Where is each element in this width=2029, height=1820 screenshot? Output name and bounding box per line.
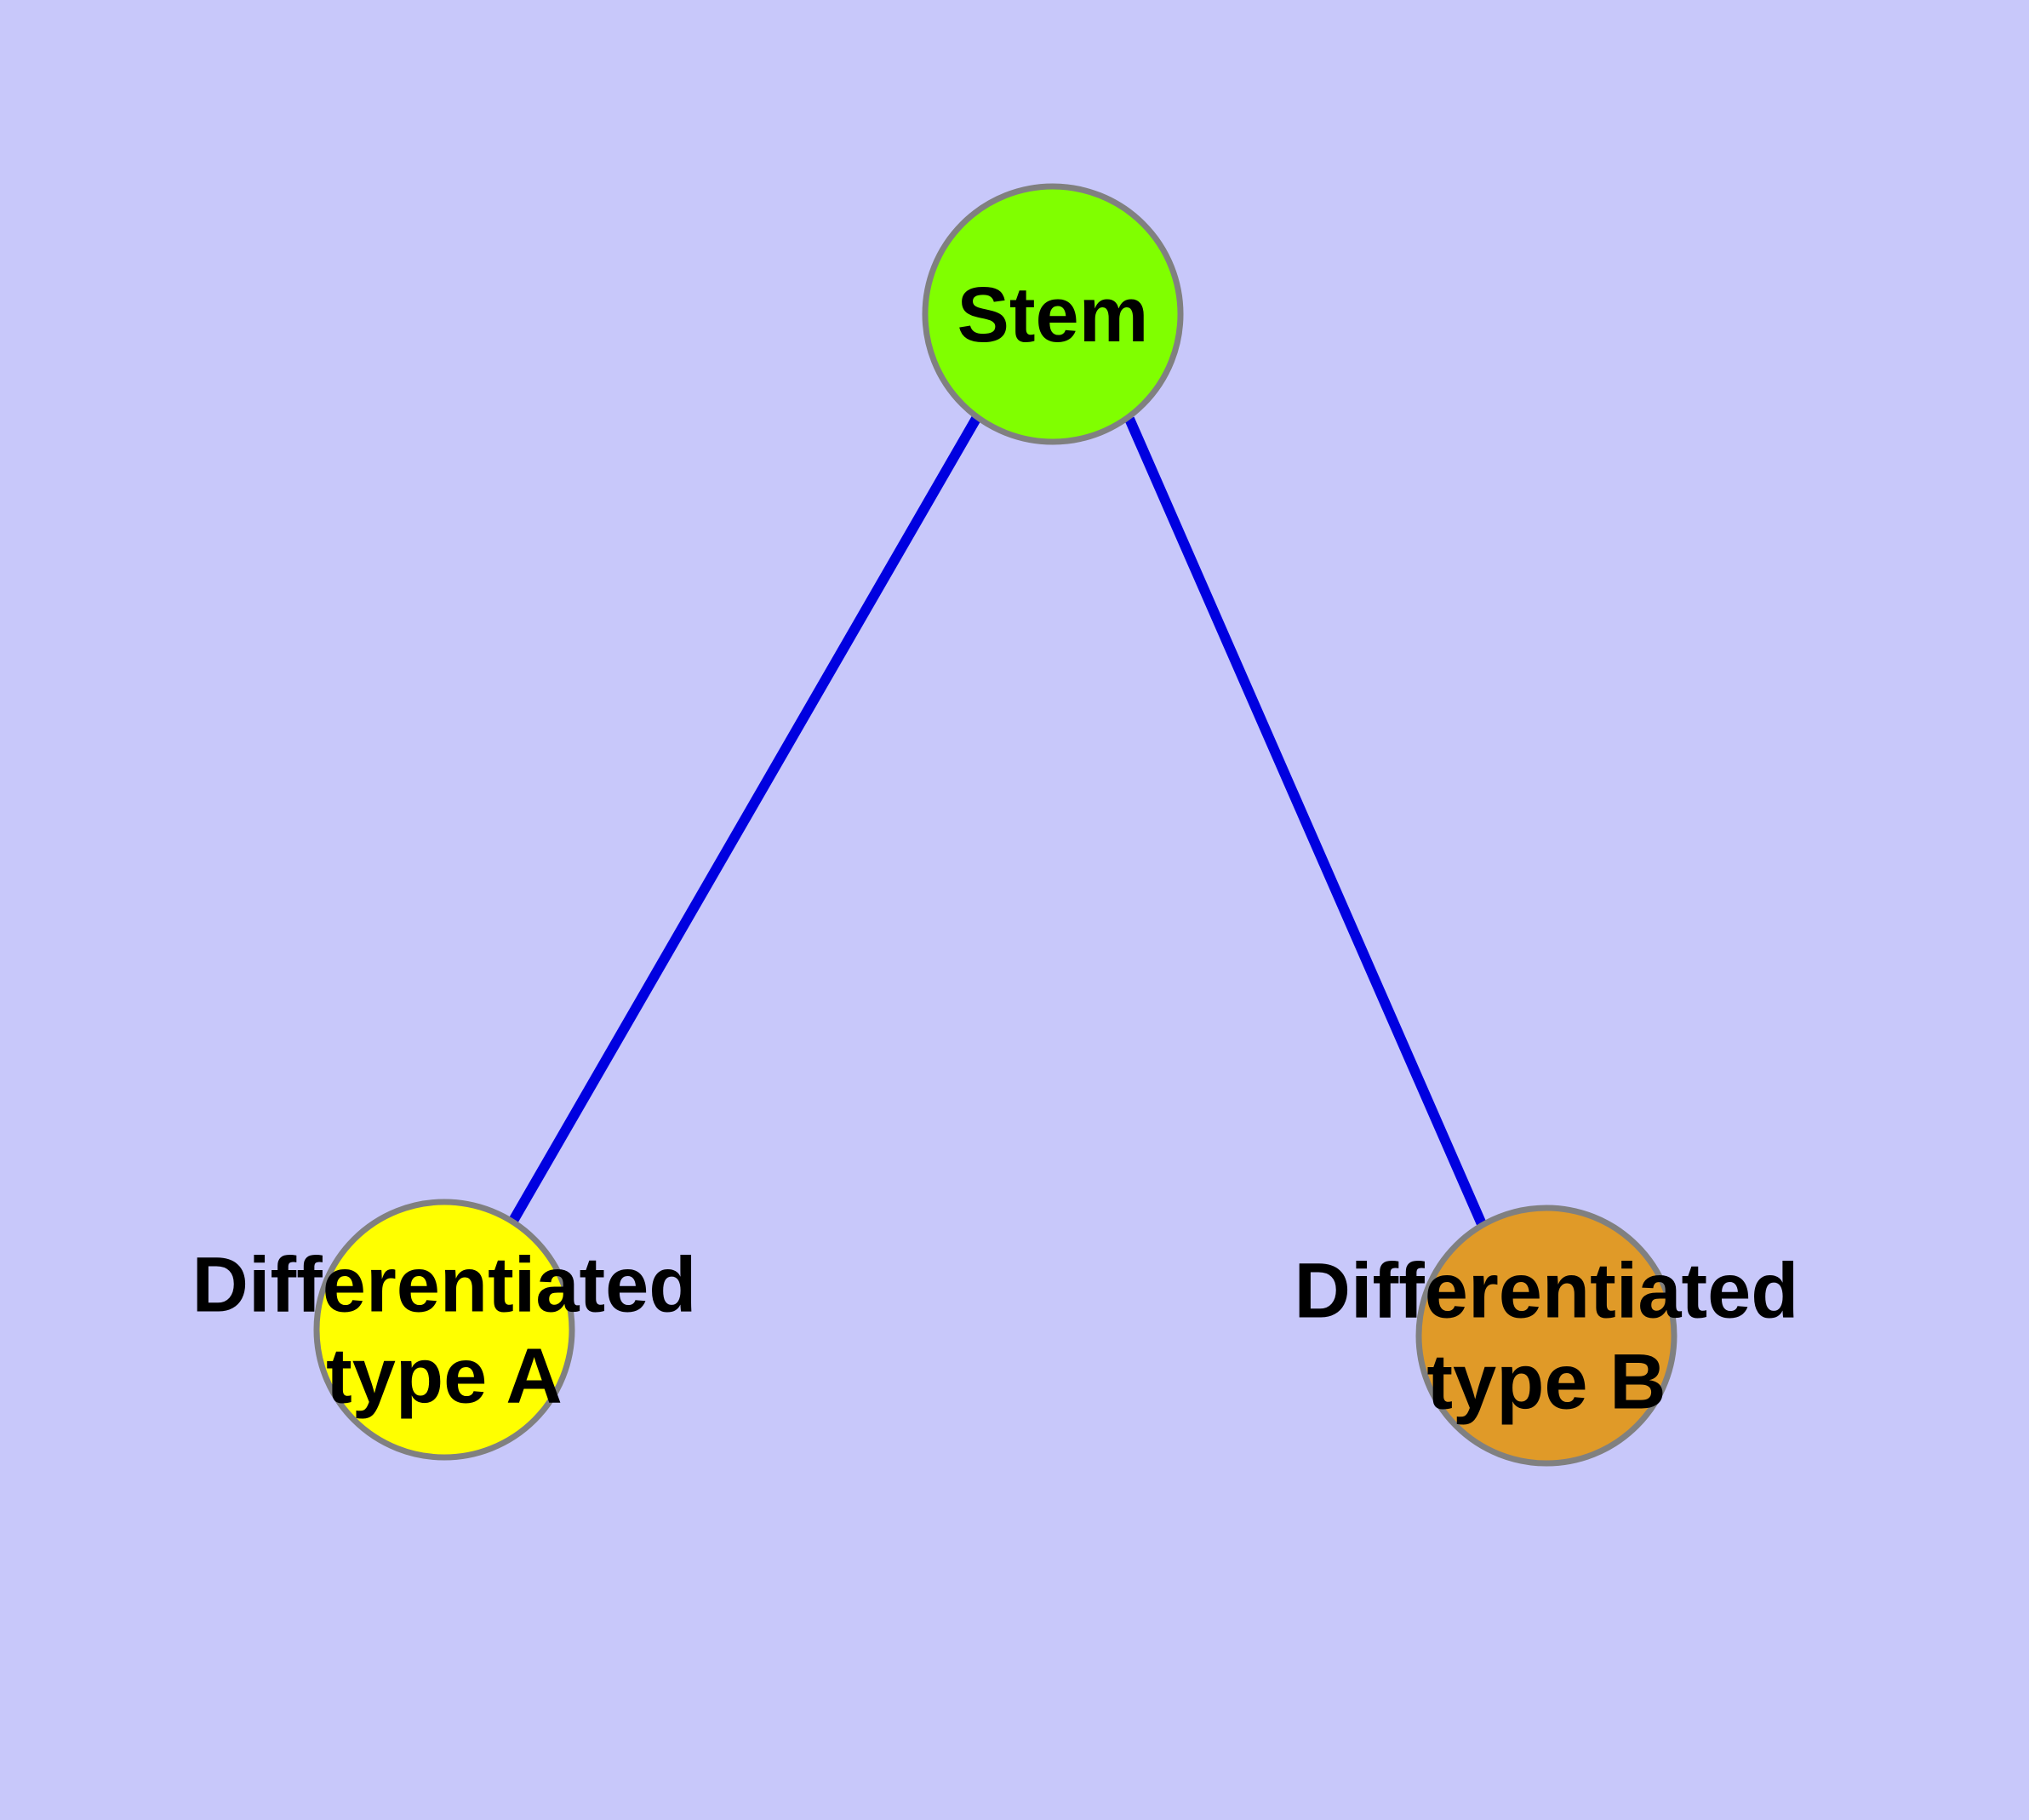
node-label-diff-a-line-1: Differentiated bbox=[192, 1242, 697, 1329]
node-label-diff-b-line-1: Differentiated bbox=[1295, 1248, 1799, 1335]
edge-stem-diff-a[interactable] bbox=[508, 415, 982, 1223]
node-circle-diff-a[interactable] bbox=[313, 1199, 575, 1461]
edges-group bbox=[508, 415, 1487, 1227]
node-stem[interactable]: Stem bbox=[922, 183, 1184, 445]
node-circle-stem[interactable] bbox=[922, 183, 1184, 445]
edge-stem-diff-b[interactable] bbox=[1124, 416, 1487, 1227]
node-circle-diff-b[interactable] bbox=[1415, 1205, 1677, 1467]
node-label-stem: Stem bbox=[957, 272, 1149, 358]
node-label-diff-b-line-2: type B bbox=[1426, 1339, 1666, 1426]
node-label-diff-a-line-2: type A bbox=[326, 1333, 563, 1420]
